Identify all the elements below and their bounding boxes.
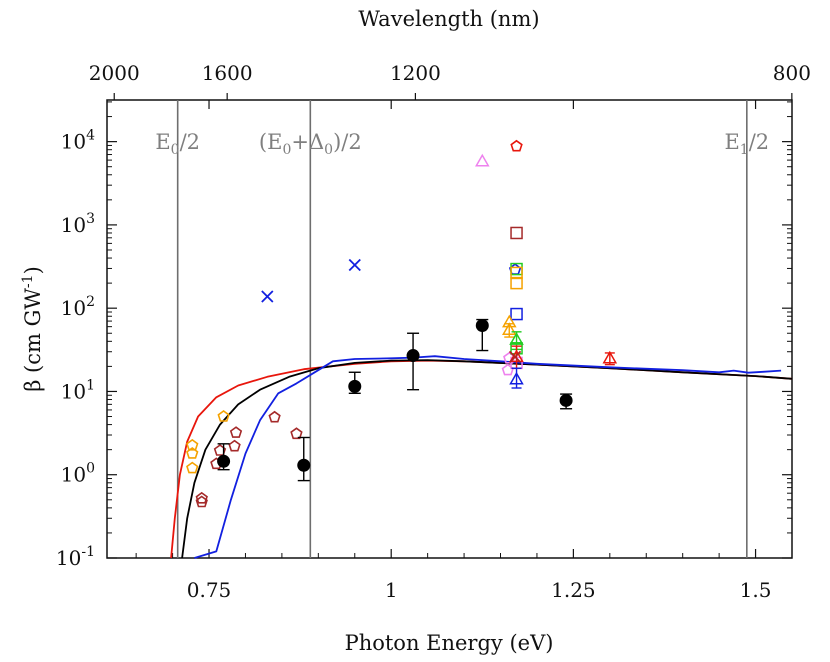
reference-label-main: (E (259, 130, 283, 154)
cross-marker (508, 350, 522, 364)
measurement-point (559, 393, 573, 407)
model-curve (194, 355, 782, 559)
x-tick-label: 1.5 (740, 578, 772, 602)
x-tick-label: 1 (385, 578, 398, 602)
top-axis-title: Wavelength (nm) (358, 7, 539, 31)
reference-label-mid: +Δ (291, 130, 324, 154)
reference-label-sub: 0 (282, 142, 291, 158)
square-marker (510, 276, 523, 290)
measurement-point (348, 379, 362, 393)
y-tick-exponent: 3 (86, 211, 95, 227)
y-tick-exponent: 0 (86, 461, 95, 477)
reference-label-sub: 1 (740, 142, 749, 158)
y-tick-label: 10-1 (56, 544, 95, 570)
triangle-marker (502, 322, 517, 336)
measurement-point (406, 349, 420, 363)
y-tick-exponent: 1 (86, 377, 95, 393)
x-tick-label: 0.75 (187, 578, 232, 602)
pentagon-marker (195, 495, 208, 508)
pentagon-marker (290, 427, 303, 440)
y-tick-base: 10 (61, 213, 86, 237)
pentagon-marker (186, 461, 199, 474)
y-tick-label: 102 (61, 294, 95, 320)
pentagon-marker (213, 444, 227, 456)
square-marker (510, 226, 523, 240)
y-tick-label: 100 (61, 461, 95, 487)
pentagon-marker (186, 438, 199, 451)
top-tick-label: 800 (773, 61, 811, 85)
top-tick-label: 2000 (89, 61, 140, 85)
reference-label-main: E (155, 130, 170, 154)
y-tick-base: 10 (61, 130, 86, 154)
x-axis-title: Photon Energy (eV) (345, 631, 554, 655)
pentagon-marker (228, 439, 241, 452)
top-tick-label: 1200 (390, 61, 441, 85)
model-curves (170, 355, 793, 559)
x-tick-label: 1.25 (551, 578, 596, 602)
pentagon-marker (268, 410, 281, 423)
model-curve (170, 359, 793, 559)
square-marker (510, 307, 523, 321)
measurement-point (475, 318, 489, 332)
model-curve (181, 359, 793, 559)
pentagon-marker (195, 491, 208, 504)
top-tick-label: 1600 (202, 61, 253, 85)
pentagon-marker (217, 410, 230, 422)
y-axis-title-sup: -1 (20, 274, 36, 288)
reference-label-sub: 0 (171, 142, 180, 158)
y-tick-base: 10 (61, 296, 86, 320)
y-tick-base: 10 (56, 546, 81, 570)
pentagon-marker (510, 139, 523, 152)
reference-line-label: E1/2 (724, 130, 769, 158)
y-tick-base: 10 (61, 463, 86, 487)
triangle-marker (602, 350, 618, 364)
cross-marker (348, 258, 361, 272)
y-tick-label: 101 (61, 377, 95, 403)
y-axis-title: β (cm GW-1) (20, 266, 45, 392)
data-markers (186, 139, 618, 508)
y-tick-exponent: 4 (86, 128, 95, 144)
reference-label-sub2: 0 (324, 142, 333, 158)
plot-frame (106, 99, 793, 559)
cross-marker (261, 290, 274, 303)
triangle-marker (475, 153, 490, 167)
y-tick-base: 10 (61, 379, 86, 403)
reference-label-tail: /2 (749, 130, 769, 154)
y-tick-label: 103 (61, 211, 95, 237)
measurement-point (297, 458, 311, 472)
y-axis-title-main: β (cm GW (21, 288, 45, 392)
reference-line-label: (E0+Δ0)/2 (259, 130, 362, 158)
y-tick-exponent: 2 (86, 294, 95, 310)
pentagon-marker (186, 447, 199, 459)
measurement-point (217, 454, 231, 468)
y-tick-exponent: -1 (81, 544, 95, 560)
reference-line-label: E0/2 (155, 130, 200, 158)
reference-label-main: E (724, 130, 739, 154)
y-tick-label: 104 (61, 128, 95, 154)
square-marker (510, 266, 523, 280)
triangle-marker (509, 371, 524, 385)
reference-label-tail: )/2 (333, 130, 362, 154)
pentagon-marker (229, 426, 243, 438)
reference-label-tail: /2 (180, 130, 200, 154)
triangle-marker (509, 332, 524, 345)
y-axis-title-close: ) (21, 266, 45, 274)
